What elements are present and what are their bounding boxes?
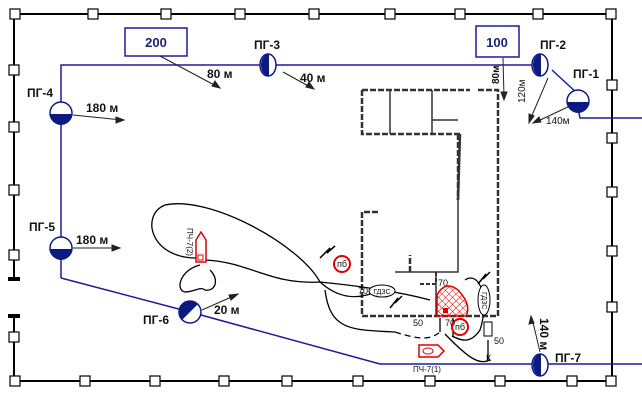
distance-label: 80м [491, 65, 502, 84]
hose-label: 70 [438, 278, 448, 288]
distance-label: 20 м [214, 303, 240, 317]
fence-post [606, 79, 618, 91]
distance-label: 180 м [86, 101, 118, 115]
water-reservoir-100: 100 [475, 25, 520, 58]
fence-post [606, 186, 618, 198]
unit-label: ПЧ-7(2) [185, 228, 194, 256]
distance-label: 140м [546, 116, 570, 127]
distance-label: 40 м [300, 71, 326, 85]
hydrant-5 [49, 236, 73, 260]
gdzs-team-2: ГДЗС [477, 284, 491, 316]
fence-post [218, 375, 230, 387]
fence-post [9, 8, 21, 20]
fence-post [532, 8, 544, 20]
fence-post [606, 301, 618, 313]
distance-label: 140 м [537, 318, 551, 350]
hydrant-6 [178, 300, 202, 324]
water-reservoir-200: 200 [124, 27, 188, 57]
hydrant-1 [566, 89, 590, 113]
gdzs-label: ГДЗС [373, 289, 390, 296]
hose-label: 70 [358, 286, 368, 296]
fence-post [352, 375, 364, 387]
reservoir-label: 100 [486, 35, 508, 50]
hose-label: 70 [445, 318, 455, 328]
building [360, 88, 500, 318]
distance-arrows [72, 55, 573, 353]
hydrant-2 [531, 53, 549, 77]
distance-label: 80 м [207, 67, 233, 81]
fence-post [8, 121, 20, 133]
fence-post [8, 331, 20, 343]
fence-post [8, 249, 20, 261]
fence-post [308, 8, 320, 20]
fence-post [8, 184, 20, 196]
fire-engine-pch7-2: ПЧ-7(2) [185, 228, 207, 263]
fence-posts [8, 8, 618, 387]
hydrant-label: ПГ-7 [555, 351, 581, 365]
fire-source [443, 308, 448, 313]
fence-post [605, 8, 617, 20]
fence-post [160, 8, 172, 20]
fire-zone [436, 285, 469, 317]
hydrant-label: ПГ-2 [540, 38, 566, 52]
branching-icon [483, 321, 493, 337]
hydrant-3 [259, 53, 277, 77]
fence-post [424, 375, 436, 387]
nozzle-icons [319, 245, 491, 309]
hydrant-4 [49, 101, 73, 125]
hose-label: 50 [413, 318, 423, 328]
hydrant-7 [531, 353, 549, 377]
gdzs-label: ГДЗС [480, 292, 487, 309]
fence-post [234, 8, 246, 20]
gdzs-team-1: ГДЗС [368, 284, 396, 298]
hose-label: 50 [494, 336, 504, 346]
k-label: К [486, 353, 492, 363]
pb-label: пб [337, 259, 347, 269]
fence-post [384, 8, 396, 20]
fence-post [606, 245, 618, 257]
hydrant-label: ПГ-3 [254, 38, 280, 52]
distance-label: 120м [517, 79, 528, 103]
fence-post [605, 375, 617, 387]
fence-post [8, 64, 20, 76]
fence-post [494, 375, 506, 387]
fence-post [149, 375, 161, 387]
fence-post [87, 8, 99, 20]
hydrant-label: ПГ-1 [573, 67, 599, 81]
fence-post [9, 375, 21, 387]
distance-label: 180 м [76, 233, 108, 247]
fence-post [281, 375, 293, 387]
fence-post [606, 132, 618, 144]
fence [8, 13, 613, 382]
fire-engine-pch7-1: ПЧ-7(1) [413, 344, 446, 374]
fence-post [454, 8, 466, 20]
hydrant-label: ПГ-6 [143, 313, 169, 327]
reservoir-label: 200 [145, 35, 167, 50]
fence-post [566, 375, 578, 387]
pb-marker-2: пб [451, 318, 469, 336]
pb-marker-1: пб [333, 255, 351, 273]
hydrants [49, 53, 590, 377]
hydrant-label: ПГ-4 [27, 86, 53, 100]
pb-label: пб [455, 322, 465, 332]
fence-post [79, 375, 91, 387]
hydrant-label: ПГ-5 [29, 220, 55, 234]
unit-label: ПЧ-7(1) [413, 365, 441, 374]
